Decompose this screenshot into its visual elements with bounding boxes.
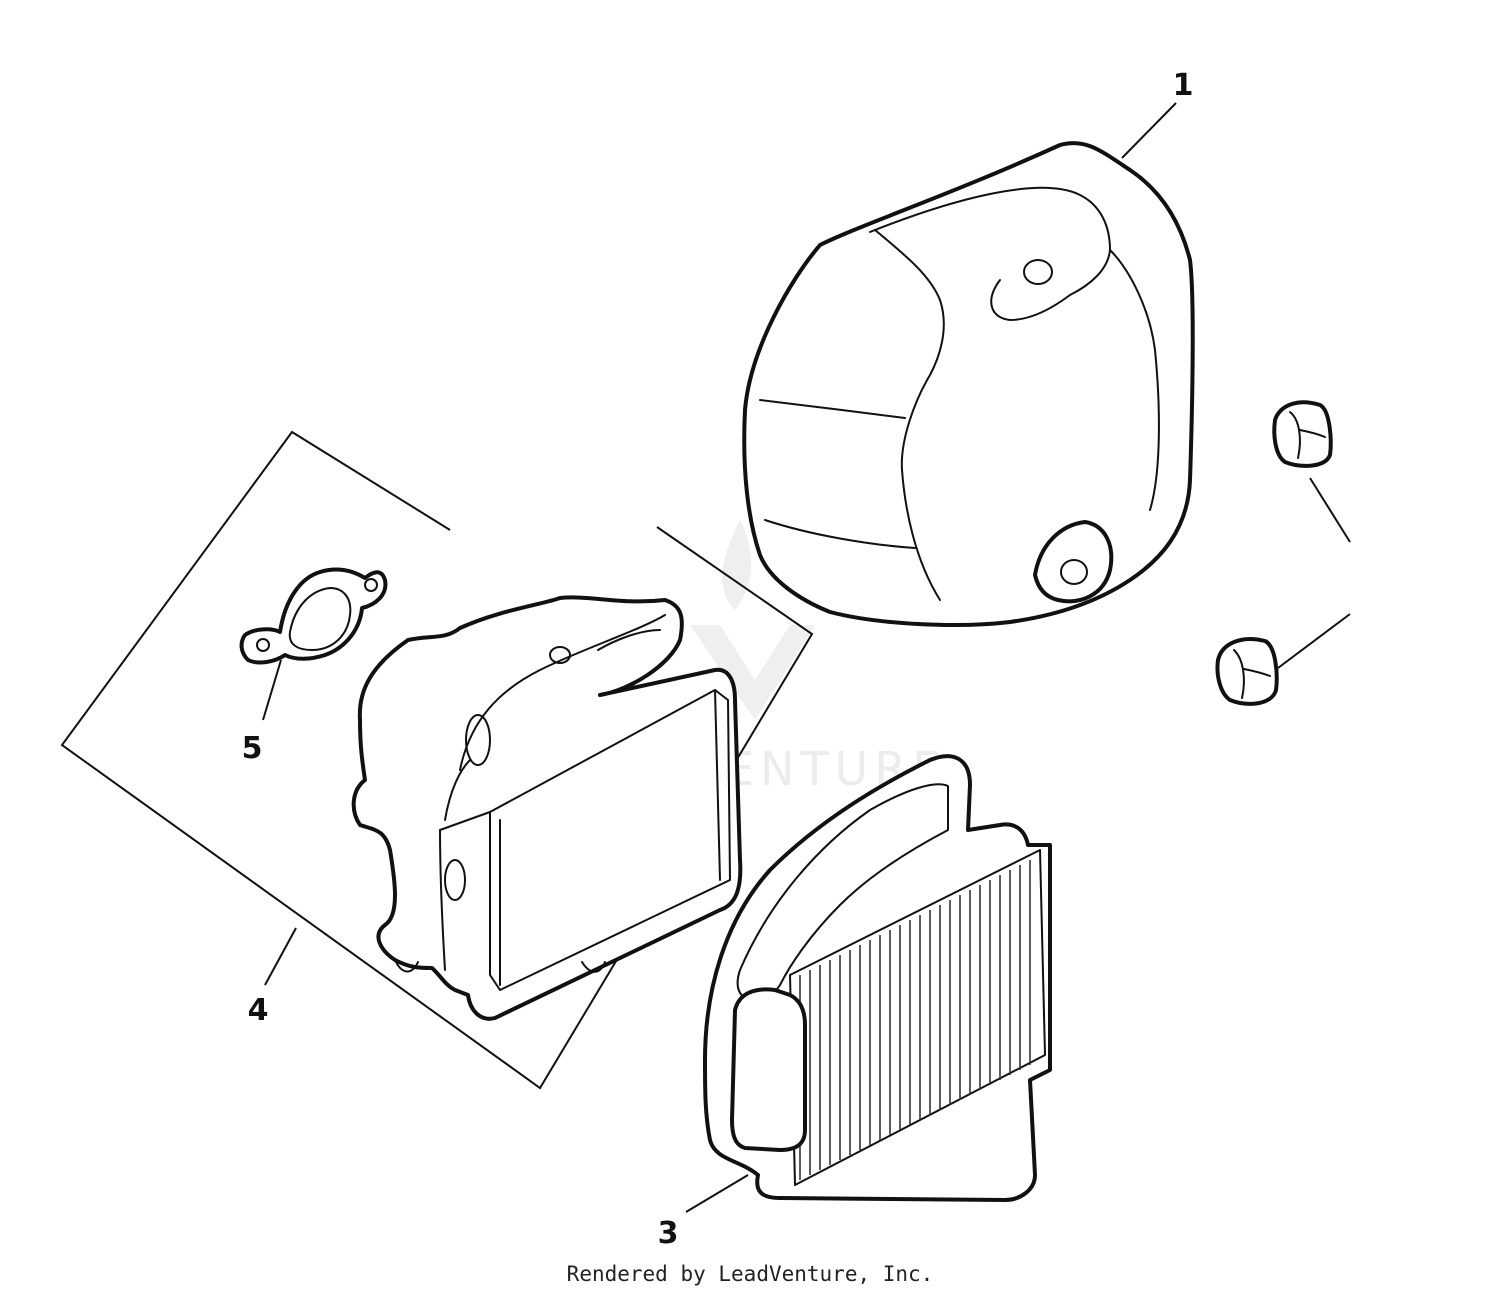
air-filter-part (703, 754, 1052, 1202)
watermark-v-icon (690, 625, 815, 720)
cover-part (742, 140, 1195, 627)
filter-pleats (799, 860, 1031, 1180)
callout-1: 1 (1173, 68, 1194, 103)
leader-lines (262, 102, 1177, 1213)
footer-credit: Rendered by LeadVenture, Inc. (566, 1262, 934, 1286)
watermark-flame-icon (722, 520, 752, 610)
gasket-part (239, 567, 388, 665)
assembly-bracket (60, 430, 814, 1090)
clip-part-lower (1215, 637, 1279, 706)
callout-4: 4 (248, 993, 269, 1028)
callout-5: 5 (242, 731, 263, 766)
air-filter-base-part (351, 595, 743, 1021)
callout-3: 3 (658, 1216, 679, 1251)
clip-part-upper (1272, 400, 1333, 468)
